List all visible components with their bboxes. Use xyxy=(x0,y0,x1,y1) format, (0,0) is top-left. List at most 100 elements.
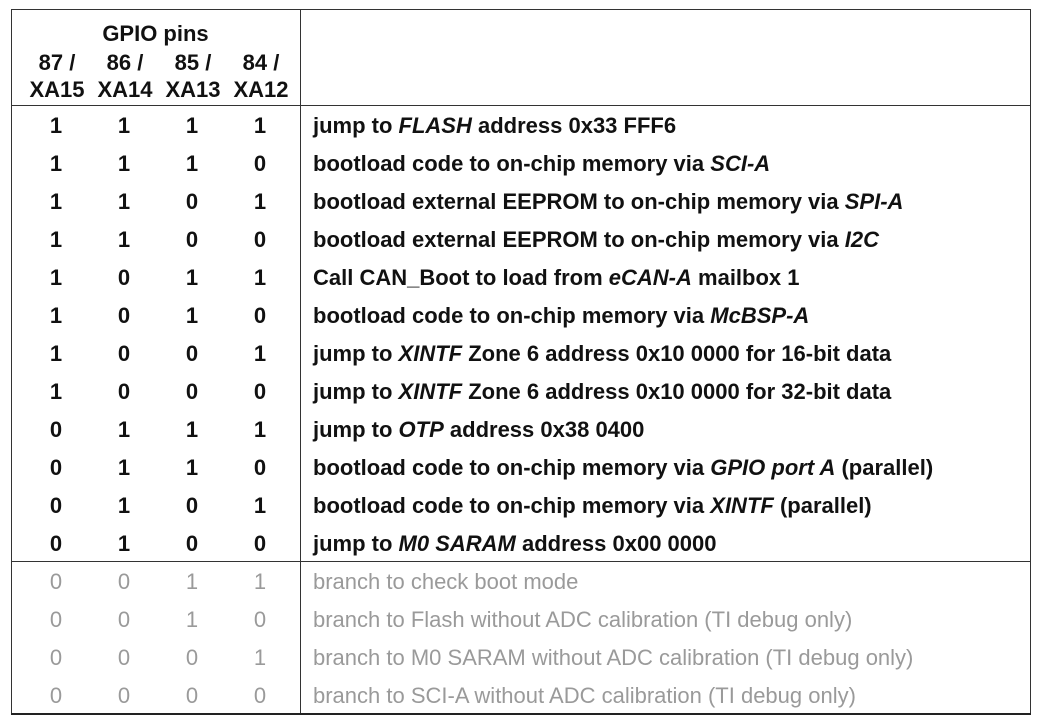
pin-value-cell: 1 xyxy=(253,113,267,138)
description-text: mailbox 1 xyxy=(691,265,800,290)
pin-value-cell: 1 xyxy=(253,645,267,670)
boot-mode-description: bootload code to on-chip memory via GPIO… xyxy=(313,449,933,487)
description-text: branch to Flash without ADC calibration … xyxy=(313,607,853,632)
interface-name: FLASH xyxy=(398,113,472,138)
pin-value-cell: 0 xyxy=(253,379,267,404)
pin-value-cell: 1 xyxy=(49,151,63,176)
boot-mode-description: branch to SCI-A without ADC calibration … xyxy=(313,677,856,715)
interface-name: eCAN-A xyxy=(608,265,692,290)
pin-header-85: 85 / XA13 xyxy=(157,49,229,103)
table-top-border xyxy=(11,9,1031,10)
pin-value-cell: 0 xyxy=(117,569,131,594)
description-text: jump to xyxy=(313,379,399,404)
pin-value-cell: 1 xyxy=(185,607,199,632)
pin-value-cell: 0 xyxy=(185,645,199,670)
pin-header-number: 87 / xyxy=(38,50,76,75)
description-text: address 0x38 0400 xyxy=(443,417,645,442)
description-text: jump to xyxy=(313,531,399,556)
boot-mode-description: branch to Flash without ADC calibration … xyxy=(313,601,852,639)
pin-value-cell: 1 xyxy=(49,113,63,138)
description-text: (parallel) xyxy=(773,493,872,518)
description-text: branch to M0 SARAM without ADC calibrati… xyxy=(313,645,914,670)
pin-value-cell: 0 xyxy=(185,189,199,214)
pin-value-cell: 1 xyxy=(185,265,199,290)
boot-mode-description: bootload external EEPROM to on-chip memo… xyxy=(313,183,903,221)
header-divider xyxy=(11,105,1031,106)
pin-header-address: XA13 xyxy=(165,77,221,102)
boot-mode-description: branch to check boot mode xyxy=(313,563,578,601)
pin-value-cell: 1 xyxy=(49,227,63,252)
pin-header-address: XA12 xyxy=(233,77,289,102)
table-bottom-border xyxy=(11,713,1031,715)
pin-header-number: 86 / xyxy=(106,50,144,75)
pin-value-cell: 0 xyxy=(185,683,199,708)
description-text: bootload external EEPROM to on-chip memo… xyxy=(313,227,845,252)
description-text: jump to xyxy=(313,417,399,442)
description-text: bootload code to on-chip memory via xyxy=(313,303,711,328)
pin-value-cell: 1 xyxy=(253,569,267,594)
interface-name: I2C xyxy=(844,227,879,252)
pin-value-cell: 0 xyxy=(49,455,63,480)
description-text: branch to check boot mode xyxy=(313,569,579,594)
boot-mode-description: jump to XINTF Zone 6 address 0x10 0000 f… xyxy=(313,373,891,411)
pin-value-cell: 0 xyxy=(117,683,131,708)
description-text: bootload external EEPROM to on-chip memo… xyxy=(313,189,845,214)
description-text: (parallel) xyxy=(835,455,934,480)
description-text: address 0x00 0000 xyxy=(515,531,717,556)
interface-name: M0 SARAM xyxy=(398,531,516,556)
boot-mode-description: Call CAN_Boot to load from eCAN-A mailbo… xyxy=(313,259,800,297)
pin-header-84: 84 / XA12 xyxy=(225,49,297,103)
pin-value-cell: 0 xyxy=(49,493,63,518)
pin-value-cell: 1 xyxy=(117,189,131,214)
boot-mode-description: bootload code to on-chip memory via XINT… xyxy=(313,487,872,525)
column-divider xyxy=(300,9,301,715)
pin-value-cell: 0 xyxy=(117,607,131,632)
pin-value-cell: 1 xyxy=(185,417,199,442)
description-text: bootload code to on-chip memory via xyxy=(313,455,711,480)
pin-value-cell: 0 xyxy=(49,531,63,556)
pin-value-cell: 0 xyxy=(117,303,131,328)
pin-value-cell: 1 xyxy=(185,151,199,176)
description-text: bootload code to on-chip memory via xyxy=(313,151,711,176)
pin-header-address: XA14 xyxy=(97,77,153,102)
pin-header-address: XA15 xyxy=(29,77,85,102)
pin-value-cell: 1 xyxy=(253,341,267,366)
interface-name: XINTF xyxy=(710,493,774,518)
boot-mode-description: jump to M0 SARAM address 0x00 0000 xyxy=(313,525,717,563)
pin-value-cell: 1 xyxy=(253,189,267,214)
pin-value-cell: 0 xyxy=(253,531,267,556)
description-text: bootload code to on-chip memory via xyxy=(313,493,711,518)
pin-value-cell: 1 xyxy=(117,493,131,518)
description-text: Zone 6 address 0x10 0000 for 32-bit data xyxy=(462,379,892,404)
pin-value-cell: 0 xyxy=(253,303,267,328)
pin-header-87: 87 / XA15 xyxy=(21,49,93,103)
description-text: Call CAN_Boot to load from xyxy=(313,265,609,290)
pin-value-cell: 0 xyxy=(49,607,63,632)
gpio-pins-header: GPIO pins xyxy=(102,21,209,46)
pin-value-cell: 1 xyxy=(185,569,199,594)
pin-header-86: 86 / XA14 xyxy=(89,49,161,103)
description-text: jump to xyxy=(313,113,399,138)
pin-value-cell: 0 xyxy=(49,683,63,708)
pin-value-cell: 0 xyxy=(185,227,199,252)
pin-value-cell: 1 xyxy=(117,151,131,176)
pin-value-cell: 1 xyxy=(253,265,267,290)
boot-mode-table: GPIO pins 87 / XA15 86 / XA14 85 / XA13 … xyxy=(11,9,1031,715)
pin-value-cell: 0 xyxy=(253,607,267,632)
pin-value-cell: 1 xyxy=(185,113,199,138)
pin-value-cell: 0 xyxy=(185,531,199,556)
boot-mode-description: jump to XINTF Zone 6 address 0x10 0000 f… xyxy=(313,335,891,373)
description-text: Zone 6 address 0x10 0000 for 16-bit data xyxy=(462,341,892,366)
pin-header-number: 85 / xyxy=(174,50,212,75)
interface-name: XINTF xyxy=(398,379,463,404)
